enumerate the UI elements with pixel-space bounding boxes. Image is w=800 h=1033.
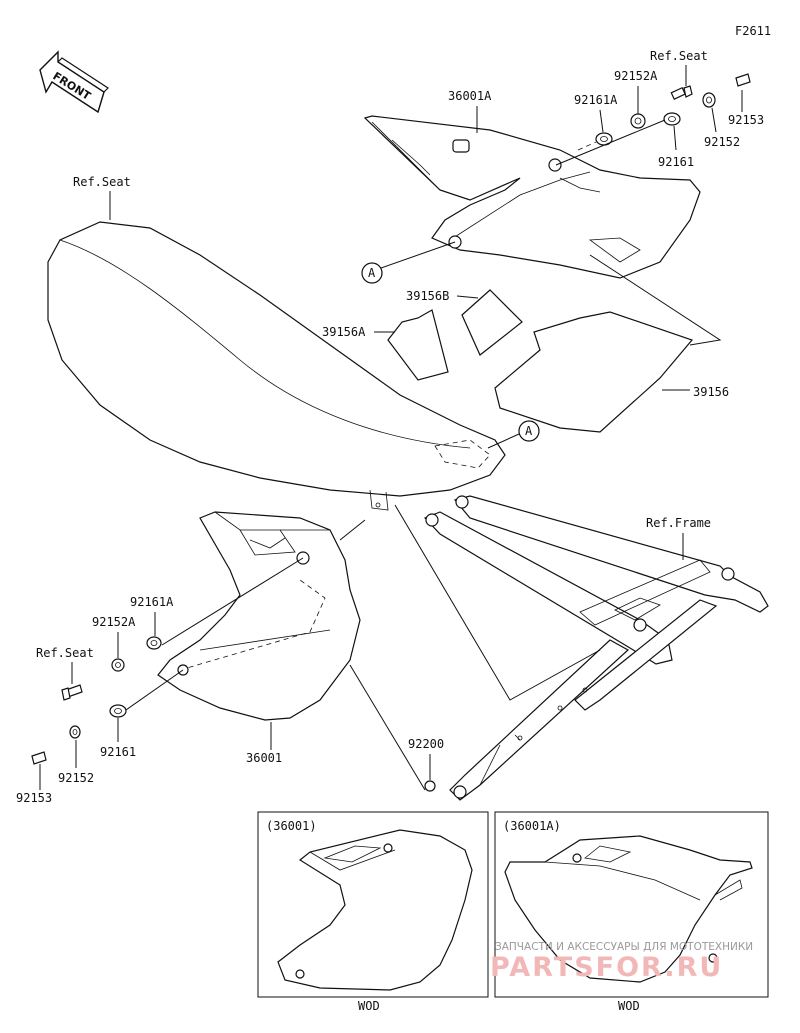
inset-36001a-caption: WOD [618, 999, 640, 1013]
label-92153-left: 92153 [16, 791, 52, 805]
bolt-icon [61, 684, 83, 701]
marker-a-top: A [361, 262, 383, 284]
label-92161-top: 92161 [658, 155, 694, 169]
bolt-icon [670, 85, 693, 100]
seat [47, 221, 506, 511]
label-36001a: 36001A [448, 89, 492, 103]
svg-text:A: A [525, 424, 533, 438]
label-39156a: 39156A [322, 325, 366, 339]
inset-36001a: (36001A) WOD [494, 811, 769, 1013]
collar-icon [424, 780, 436, 792]
watermark-line2: PARTSFOR.RU [490, 952, 723, 983]
label-92161a-left: 92161A [130, 595, 174, 609]
figure-code: F2611 [735, 24, 771, 38]
frame [423, 495, 769, 801]
front-arrow-icon: FRONT [39, 50, 109, 114]
screw-icon [31, 751, 47, 765]
inset-36001-title: (36001) [266, 819, 317, 833]
label-92161-left: 92161 [100, 745, 136, 759]
inset-36001a-title: (36001A) [503, 819, 561, 833]
inset-36001: (36001) WOD [257, 811, 489, 1013]
watermark-line1: ЗАПЧАСТИ И АКСЕССУАРЫ ДЛЯ МОТОТЕХНИКИ [495, 941, 753, 953]
label-92152-left: 92152 [58, 771, 94, 785]
label-92153-top: 92153 [728, 113, 764, 127]
label-92152-top: 92152 [704, 135, 740, 149]
grommet-icon [109, 704, 127, 718]
label-36001: 36001 [246, 751, 282, 765]
pad-39156 [494, 311, 694, 433]
screw-icon [735, 73, 751, 87]
side-cover-36001 [157, 511, 361, 721]
label-39156: 39156 [693, 385, 729, 399]
label-39156b: 39156B [406, 289, 449, 303]
marker-a-seat: A [518, 420, 540, 442]
inset-36001-caption: WOD [358, 999, 380, 1013]
nut-icon [630, 113, 646, 129]
label-92200: 92200 [408, 737, 444, 751]
nut-icon [111, 658, 125, 672]
grommet-icon [146, 636, 162, 650]
label-92161a-top: 92161A [574, 93, 618, 107]
label-92152a-top: 92152A [614, 69, 658, 83]
pad-39156a [387, 309, 449, 381]
grommet-icon [663, 112, 681, 126]
side-cover-36001a [363, 115, 701, 279]
label-ref-seat-left: Ref.Seat [36, 646, 94, 660]
label-92152a-left: 92152A [92, 615, 136, 629]
svg-text:A: A [368, 266, 376, 280]
washer-icon [702, 92, 716, 108]
label-ref-seat-main: Ref.Seat [73, 175, 131, 189]
label-ref-frame: Ref.Frame [646, 516, 711, 530]
label-ref-seat-top: Ref.Seat [650, 49, 708, 63]
pad-39156b [461, 289, 523, 356]
washer-icon [69, 725, 81, 739]
